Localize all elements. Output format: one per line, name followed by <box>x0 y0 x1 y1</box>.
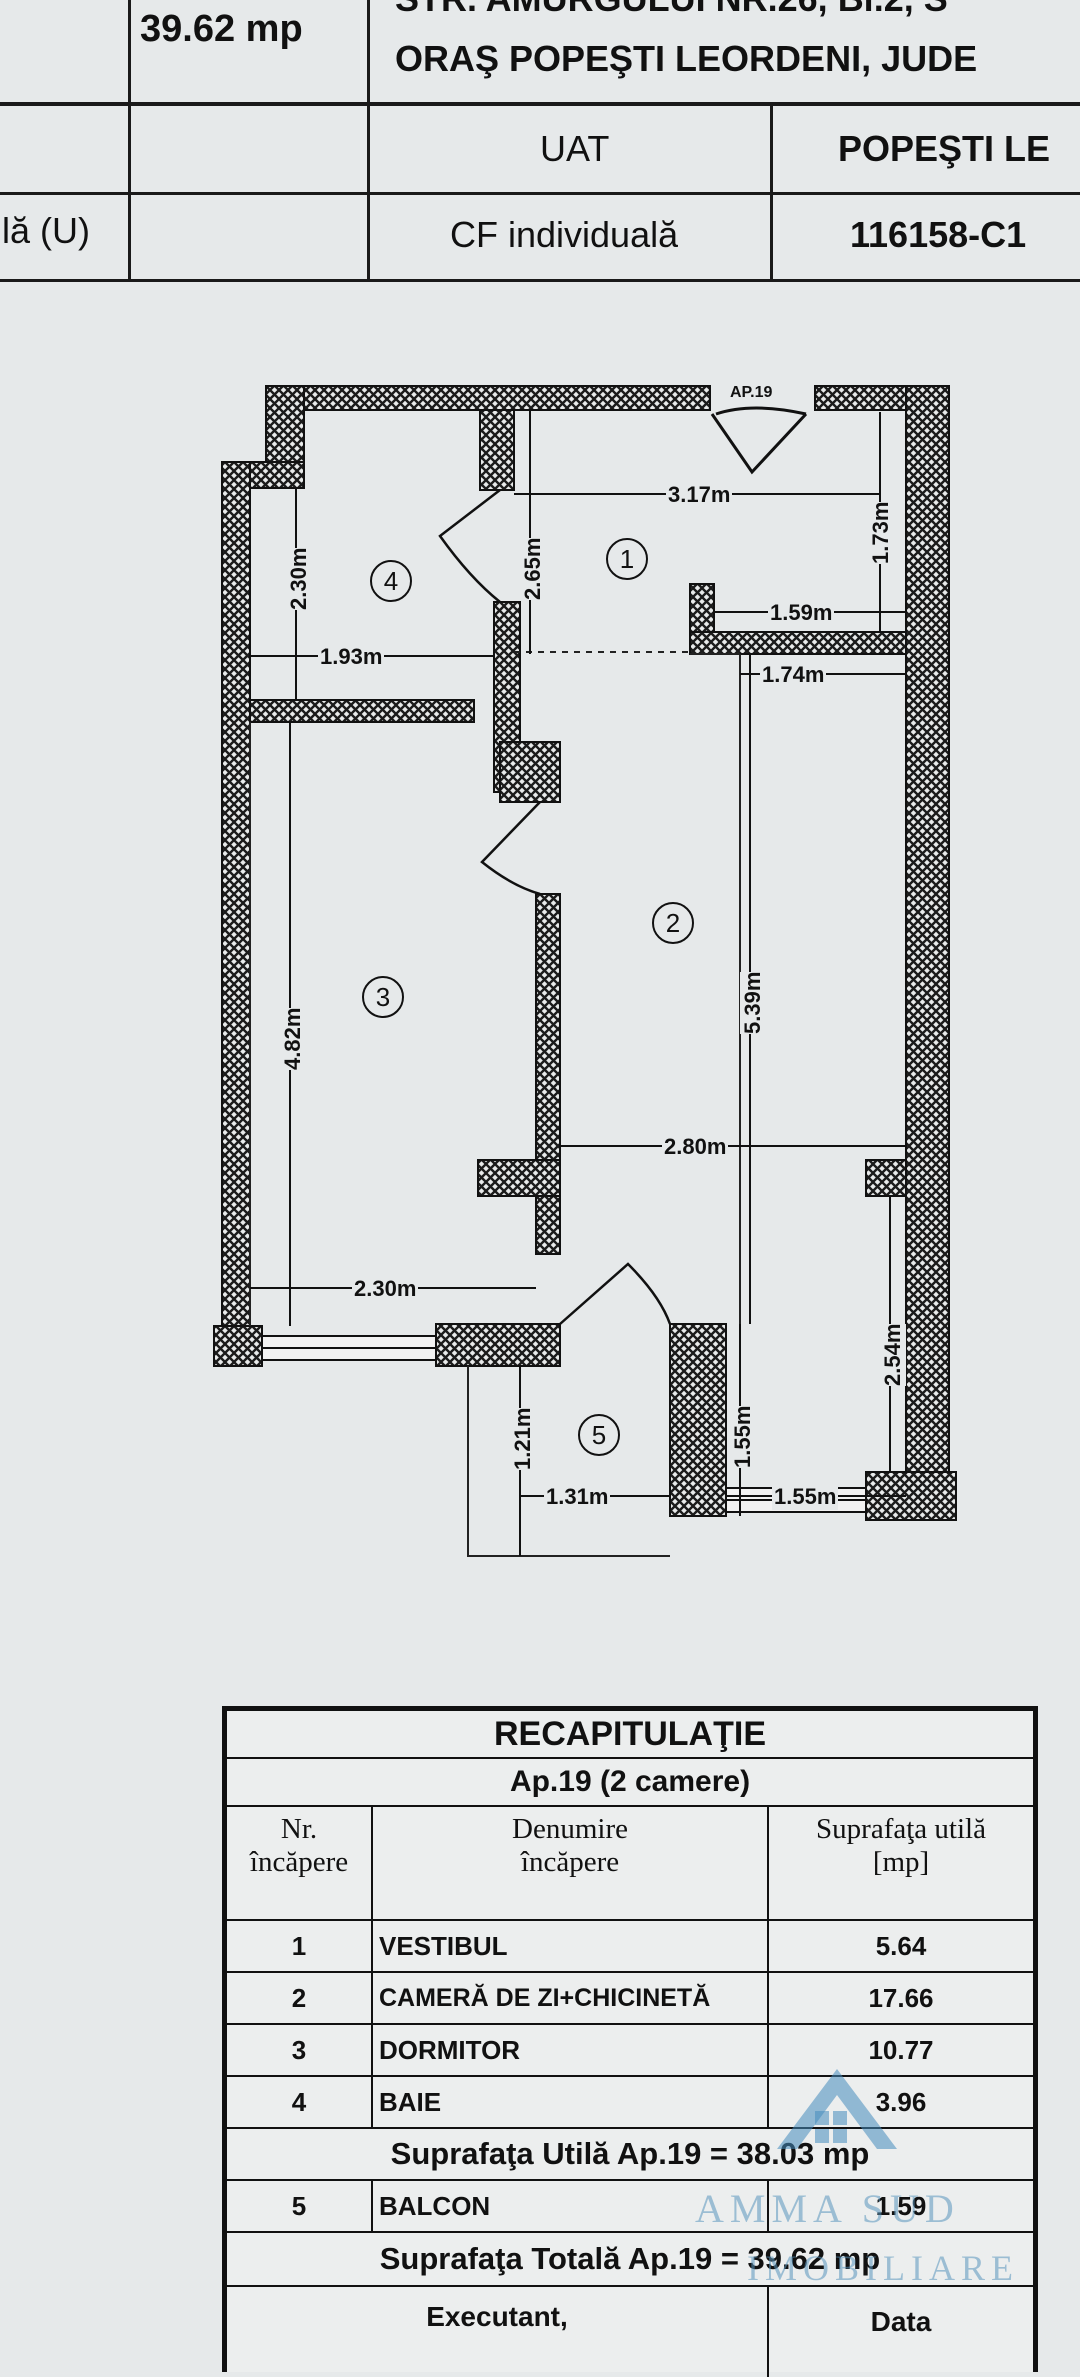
room-number-5: 5 <box>578 1414 620 1456</box>
col-area-header: Suprafaţa utilă [mp] <box>769 1807 1033 1919</box>
summary-table: RECAPITULAŢIE Ap.19 (2 camere) Nr. încăp… <box>222 1706 1038 2377</box>
grand-total: Suprafaţa Totală Ap.19 = 39.62 mp <box>379 2241 881 2276</box>
header-cf-value: 116158-C1 <box>850 214 1027 255</box>
outline-lines <box>249 651 741 1557</box>
row-area: 5.64 <box>875 1931 927 1961</box>
row-nr: 5 <box>227 2181 373 2231</box>
table-row: 2 CAMERĂ DE ZI+CHICINETĂ 17.66 <box>227 1973 1033 2025</box>
row-area: 17.66 <box>868 1983 934 2013</box>
room-number-3: 3 <box>362 976 404 1018</box>
row-nr: 3 <box>227 2025 373 2075</box>
watermark-logo-icon <box>777 2069 897 2149</box>
row-name: DORMITOR <box>373 2025 769 2075</box>
table-row: 4 BAIE 3.96 <box>227 2077 1033 2129</box>
dim-2-30-bath: 2.30m <box>286 547 312 610</box>
floor-plan: 1 2 3 4 5 AP.19 3.17m 1.73m 2.30m 2.65m … <box>0 282 1080 1672</box>
dim-3-17: 3.17m <box>666 482 733 508</box>
row-name: CAMERĂ DE ZI+CHICINETĂ <box>373 1973 769 2023</box>
header-address-line1: STR. AMURGULUI NR.26, Bl.2, S <box>395 0 948 20</box>
row-name: BALCON <box>373 2181 769 2231</box>
room-number-1: 1 <box>606 538 648 580</box>
room-number-2: 2 <box>652 902 694 944</box>
row-nr: 4 <box>227 2077 373 2127</box>
col-name-label-2: încăpere <box>520 1846 620 1878</box>
row-name: VESTIBUL <box>373 1921 769 1971</box>
header-cf-label: CF individuală <box>450 214 679 255</box>
dimension-lines <box>250 410 906 1556</box>
summary-subtitle: Ap.19 (2 camere) <box>509 1765 751 1798</box>
table-row: 3 DORMITOR 10.77 <box>227 2025 1033 2077</box>
dim-1-55-horizontal: 1.55m <box>772 1484 839 1510</box>
signature-row: Executant, Data <box>227 2287 1033 2377</box>
dim-2-65: 2.65m <box>520 537 546 600</box>
header-table: 39.62 mp STR. AMURGULUI NR.26, Bl.2, S O… <box>0 0 1080 282</box>
col-nr-header: Nr. încăpere <box>227 1807 373 1919</box>
summary-title: RECAPITULAŢIE <box>494 1715 766 1753</box>
col-nr-label-1: Nr. <box>280 1813 318 1845</box>
dim-1-74: 1.74m <box>760 662 827 688</box>
col-name-header: Denumire încăpere <box>373 1807 769 1919</box>
col-name-label-1: Denumire <box>512 1813 628 1845</box>
dim-2-30-bed: 2.30m <box>352 1276 419 1302</box>
header-unit-type: lă (U) <box>2 210 90 251</box>
table-row-balcony: 5 BALCON 1.59 <box>227 2181 1033 2233</box>
row-area: 10.77 <box>868 2035 934 2065</box>
dim-1-73: 1.73m <box>868 501 894 564</box>
dim-1-55-vertical: 1.55m <box>730 1405 756 1468</box>
grand-total-row: Suprafaţa Totală Ap.19 = 39.62 mp <box>227 2233 1033 2287</box>
col-area-label-1: Suprafaţa utilă <box>816 1813 986 1845</box>
dim-1-31: 1.31m <box>544 1484 611 1510</box>
header-address-line2: ORAŞ POPEŞTI LEORDENI, JUDE <box>395 38 978 79</box>
watermark-line2: IMOBILIARE <box>747 2248 1019 2288</box>
header-area: 39.62 mp <box>140 8 303 50</box>
row-nr: 2 <box>227 1973 373 2023</box>
row-area: 3.96 <box>875 2087 927 2117</box>
executant-label: Executant, <box>227 2287 769 2377</box>
col-area-label-2: [mp] <box>872 1846 930 1878</box>
header-uat-label: UAT <box>540 128 610 169</box>
summary-subtitle-row: Ap.19 (2 camere) <box>227 1759 1033 1807</box>
dim-4-82: 4.82m <box>280 1007 306 1070</box>
dim-1-21: 1.21m <box>510 1407 536 1470</box>
useful-total: Suprafaţa Utilă Ap.19 = 38.03 mp <box>390 2136 870 2171</box>
room-number-4: 4 <box>370 560 412 602</box>
row-area: 1.59 <box>875 2191 927 2221</box>
apartment-label: AP.19 <box>730 384 773 401</box>
header-uat-value: POPEŞTI LE <box>838 128 1051 169</box>
summary-title-row: RECAPITULAŢIE <box>227 1711 1033 1759</box>
summary-header-row: Nr. încăpere Denumire încăpere Suprafaţa… <box>227 1807 1033 1921</box>
table-row: 1 VESTIBUL 5.64 <box>227 1921 1033 1973</box>
entrance-marker <box>710 406 808 475</box>
dim-5-39: 5.39m <box>740 971 766 1034</box>
dim-2-54: 2.54m <box>880 1323 906 1386</box>
wall-group <box>213 385 957 1521</box>
col-nr-label-2: încăpere <box>249 1846 349 1878</box>
door-swings <box>438 489 672 1325</box>
dim-1-59: 1.59m <box>768 600 835 626</box>
data-label: Data <box>870 2306 932 2337</box>
row-name: BAIE <box>373 2077 769 2127</box>
watermark-line1: AMMA SUD <box>695 2186 960 2231</box>
dim-1-93: 1.93m <box>318 644 385 670</box>
useful-total-row: Suprafaţa Utilă Ap.19 = 38.03 mp <box>227 2129 1033 2181</box>
dim-2-80: 2.80m <box>662 1134 729 1160</box>
floor-plan-drawing <box>213 385 957 1557</box>
row-nr: 1 <box>227 1921 373 1971</box>
